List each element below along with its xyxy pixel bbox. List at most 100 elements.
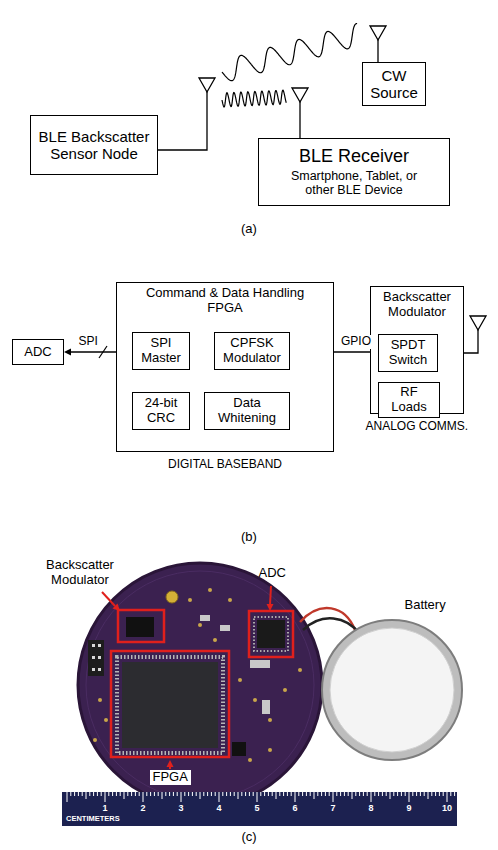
battery xyxy=(330,628,454,752)
ruler-tick xyxy=(405,792,406,796)
adc-box: ADC xyxy=(12,339,64,365)
circuit-board xyxy=(298,668,302,672)
ruler-tick xyxy=(393,792,394,796)
ruler-tick xyxy=(74,792,75,796)
ruler-tick xyxy=(287,792,288,796)
ruler-tick xyxy=(143,792,144,802)
ruler-tick xyxy=(268,792,269,796)
circuit-board xyxy=(200,615,210,621)
ruler-tick xyxy=(272,792,273,796)
node-text: 24-bit CRC xyxy=(136,396,186,426)
circuit-board xyxy=(238,678,242,682)
ruler-tick xyxy=(382,792,383,796)
ruler-tick xyxy=(386,792,387,796)
switch-box: SPDT Switch xyxy=(378,334,438,372)
ruler-tick xyxy=(234,792,235,796)
circuit-board xyxy=(92,644,101,671)
receiver-box: BLE ReceiverSmartphone, Tablet, or other… xyxy=(258,138,450,206)
ruler-tick xyxy=(424,792,425,796)
circuit-board xyxy=(93,738,97,742)
leader-arrow xyxy=(267,604,274,611)
ruler xyxy=(62,792,457,826)
circuit-board xyxy=(166,591,178,603)
load-box: RF Loads xyxy=(378,382,440,418)
callout-label: Backscatter Modulator xyxy=(30,558,130,588)
process-box: Data Whitening xyxy=(204,392,290,430)
ruler-tick xyxy=(154,792,155,796)
circuit-board xyxy=(92,656,95,659)
node-text: SPDT Switch xyxy=(382,338,434,368)
circuit-board xyxy=(117,657,223,753)
circuit-board xyxy=(86,571,314,799)
ruler-tick xyxy=(139,792,140,796)
ruler-tick xyxy=(108,792,109,796)
circuit-board xyxy=(98,656,101,659)
circuit-board xyxy=(78,563,322,807)
circuit-board xyxy=(92,668,95,671)
battery xyxy=(303,618,360,634)
circuit-board xyxy=(122,662,218,748)
highlight-box xyxy=(118,610,164,642)
sensor-box: BLE Backscatter Sensor Node xyxy=(30,115,158,175)
ruler-tick xyxy=(348,792,349,796)
ruler-text: CENTIMETERS xyxy=(66,815,120,824)
circuit-board xyxy=(92,644,95,647)
circuit-board xyxy=(98,668,101,671)
ruler-tick xyxy=(124,792,125,799)
ruler-tick xyxy=(203,792,204,796)
ruler-tick xyxy=(146,792,147,796)
ruler-tick xyxy=(97,792,98,796)
process-box: CPFSK Modulator xyxy=(214,332,290,370)
node-text: Data Whitening xyxy=(208,396,286,426)
circuit-board xyxy=(198,623,202,627)
ruler-tick xyxy=(105,792,106,802)
radio-wave xyxy=(222,23,357,80)
ruler-tick xyxy=(435,792,436,796)
leader-arrow xyxy=(113,604,121,612)
ruler-tick xyxy=(93,792,94,796)
highlight-box xyxy=(249,611,293,657)
ruler-tick xyxy=(177,792,178,796)
ruler-tick xyxy=(401,792,402,796)
leader-arrow xyxy=(169,767,171,769)
signal-label: SPI xyxy=(79,335,98,349)
circuit-board xyxy=(253,698,257,702)
ruler-number: 3 xyxy=(179,803,184,813)
ruler-tick xyxy=(306,792,307,796)
ruler-tick xyxy=(150,792,151,796)
ruler-tick xyxy=(215,792,216,796)
ruler-tick xyxy=(443,792,444,796)
ruler-tick xyxy=(367,792,368,796)
ruler-tick xyxy=(67,792,68,802)
ruler-tick xyxy=(276,792,277,799)
bus-slash xyxy=(99,346,107,358)
ruler-tick xyxy=(454,792,455,796)
antenna-symbol xyxy=(470,316,486,330)
ruler-number: 10 xyxy=(442,803,452,813)
ruler-tick xyxy=(219,792,220,802)
panel-label: (a) xyxy=(241,222,257,237)
circuit-board xyxy=(126,617,154,637)
section-label: DIGITAL BASEBAND xyxy=(168,458,282,472)
callout-label: ADC xyxy=(259,566,286,581)
leader-arrow xyxy=(270,586,271,605)
ruler-tick xyxy=(82,792,83,796)
ruler-number: 2 xyxy=(141,803,146,813)
ruler-tick xyxy=(439,792,440,796)
ruler-tick xyxy=(181,792,182,802)
ruler-tick xyxy=(101,792,102,796)
circuit-board xyxy=(248,758,252,762)
ruler-tick xyxy=(329,792,330,796)
node-text: CPFSK Modulator xyxy=(218,336,286,366)
ruler-number: 6 xyxy=(293,803,298,813)
ruler-tick xyxy=(390,792,391,799)
ruler-tick xyxy=(325,792,326,796)
circuit-board xyxy=(268,718,272,722)
process-box: SPI Master xyxy=(132,332,190,370)
ruler-tick xyxy=(355,792,356,796)
ruler-tick xyxy=(135,792,136,796)
circuit-board xyxy=(283,688,287,692)
signal-label: GPIO xyxy=(341,335,371,349)
node-text: SPI Master xyxy=(136,336,186,366)
leader-arrow xyxy=(102,586,274,769)
